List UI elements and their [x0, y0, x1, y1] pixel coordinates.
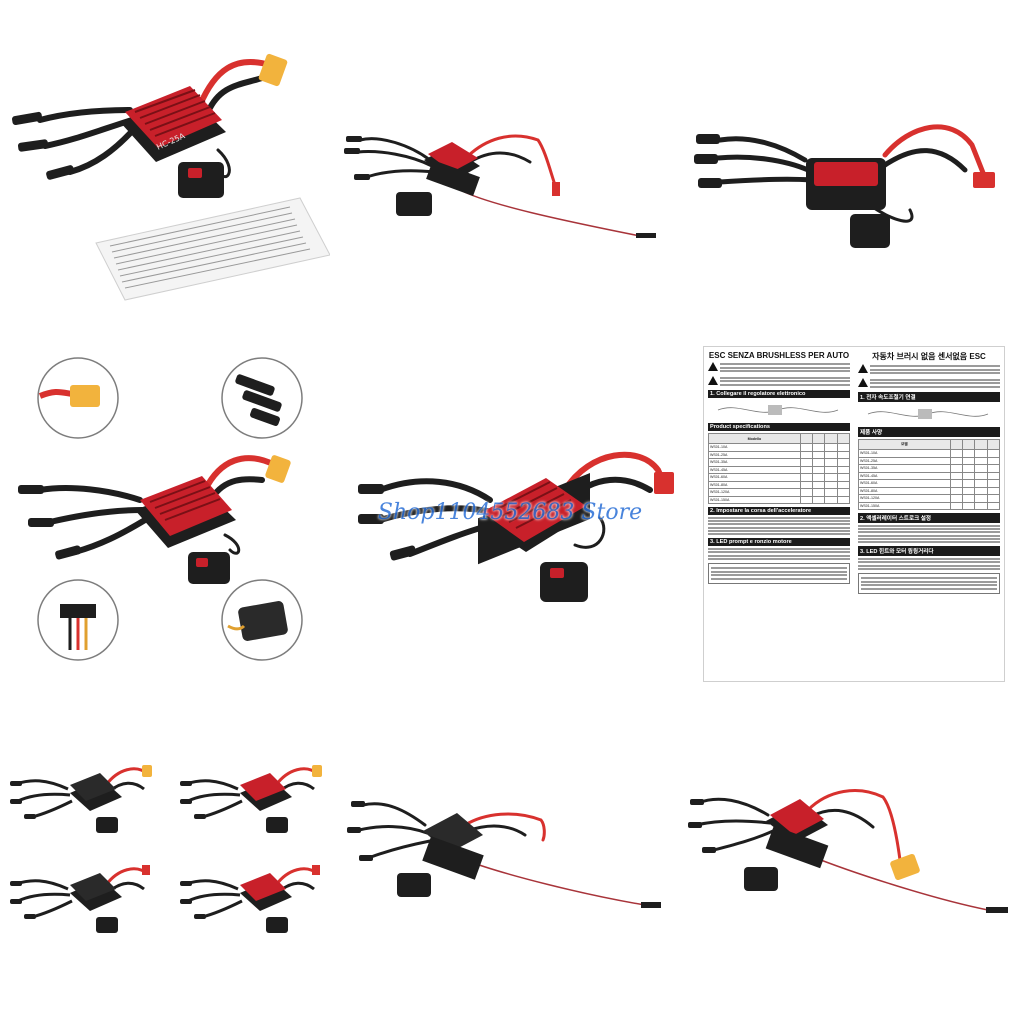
product-photo-esc-with-manual: HC-25A	[0, 0, 330, 320]
manual-document: ESC SENZA BRUSHLESS PER AUTO 1. Collegar…	[703, 346, 1005, 682]
manual-title-italian: ESC SENZA BRUSHLESS PER AUTO	[708, 351, 850, 360]
callout-receiver-plug	[37, 579, 119, 661]
manual-section-connect: 1. Collegare il regolatore elettronico	[708, 390, 850, 399]
table-row: WS01-120A	[708, 488, 851, 497]
manual-section-led: 3. LED 힌트와 모터 윙윙거리다	[858, 546, 1000, 557]
table-header: 모델	[858, 439, 951, 451]
product-photo-variants-grid	[0, 755, 340, 955]
manual-section-led: 3. LED prompt e ronzio motore	[708, 538, 850, 547]
wiring-diagram	[708, 400, 850, 420]
switch-box	[540, 562, 588, 602]
table-row: WS01-80A	[858, 486, 1001, 496]
product-photo-esc-t-plug	[690, 110, 1010, 270]
manual-column-korean: 자동차 브러시 없음 센서없음 ESC 1. 전자 속도조절기 연결 제품 사양…	[858, 351, 1001, 594]
table-row: WS01-35A	[858, 464, 1001, 473]
variant-black-xt60	[8, 765, 152, 835]
switch-box	[188, 552, 230, 584]
table-row: WS01-10A	[858, 449, 1001, 458]
table-row: WS01-25A	[858, 456, 1001, 466]
table-row: WS01-45A	[708, 465, 851, 475]
store-watermark: Shop1104552683 Store	[377, 500, 643, 525]
table-header: Modello	[708, 433, 801, 445]
manual-column-italian: ESC SENZA BRUSHLESS PER AUTO 1. Collegar…	[708, 351, 851, 584]
variant-red-xt60	[178, 765, 322, 835]
warning-icon	[708, 375, 718, 385]
manual-section-throttle: 2. Impostare la corsa dell'acceleratore	[708, 507, 850, 516]
switch-box	[178, 162, 224, 198]
table-row: WS01-60A	[858, 479, 1001, 488]
variant-red-tplug	[178, 865, 320, 935]
manual-section-throttle: 2. 액셀러레이터 스트로크 설정	[858, 513, 1000, 524]
callout-xt60-plug	[37, 357, 119, 439]
product-photo-main-esc	[350, 420, 690, 620]
warning-icon	[858, 364, 868, 373]
switch-box	[850, 214, 890, 248]
table-row: WS01-10A	[708, 443, 851, 452]
table-row: WS01-150A	[858, 501, 1001, 511]
manual-section-connect: 1. 전자 속도조절기 연결	[858, 392, 1000, 403]
callout-switch	[221, 579, 303, 661]
warning-icon	[858, 377, 868, 387]
product-photo-feature-callouts	[0, 330, 320, 670]
switch-box	[744, 867, 778, 891]
table-row: WS01-120A	[858, 494, 1001, 503]
switch-box	[397, 873, 431, 897]
variant-black-tplug	[8, 865, 150, 935]
warning-icon	[708, 362, 718, 371]
table-row: WS01-35A	[708, 458, 851, 467]
specs-table: 모델 WS01-10A WS01-25A WS01-35A WS01-45A W…	[858, 439, 1001, 511]
switch-box	[396, 192, 432, 216]
specs-table: Modello WS01-10A WS01-25A WS01-35A WS01-…	[708, 433, 851, 505]
product-photo-red-esc-xt60	[688, 765, 1024, 945]
esc-case: HC-25A	[120, 86, 226, 162]
manual-section-specs: 제품 사양	[858, 427, 1000, 438]
manual-sheet-photo	[95, 197, 330, 301]
manual-title-korean: 자동차 브러시 없음 센서없음 ESC	[872, 352, 986, 361]
product-photo-esc-with-lead	[340, 90, 680, 260]
wiring-diagram	[858, 404, 1000, 424]
table-row: WS01-25A	[708, 450, 851, 460]
table-row: WS01-80A	[708, 480, 851, 490]
callout-bullet-connectors	[221, 357, 303, 439]
manual-section-specs: Product specifications	[708, 423, 850, 432]
table-row: WS01-60A	[708, 473, 851, 482]
table-row: WS01-150A	[708, 495, 851, 505]
table-row: WS01-45A	[858, 471, 1001, 481]
product-photo-black-esc	[345, 785, 685, 935]
